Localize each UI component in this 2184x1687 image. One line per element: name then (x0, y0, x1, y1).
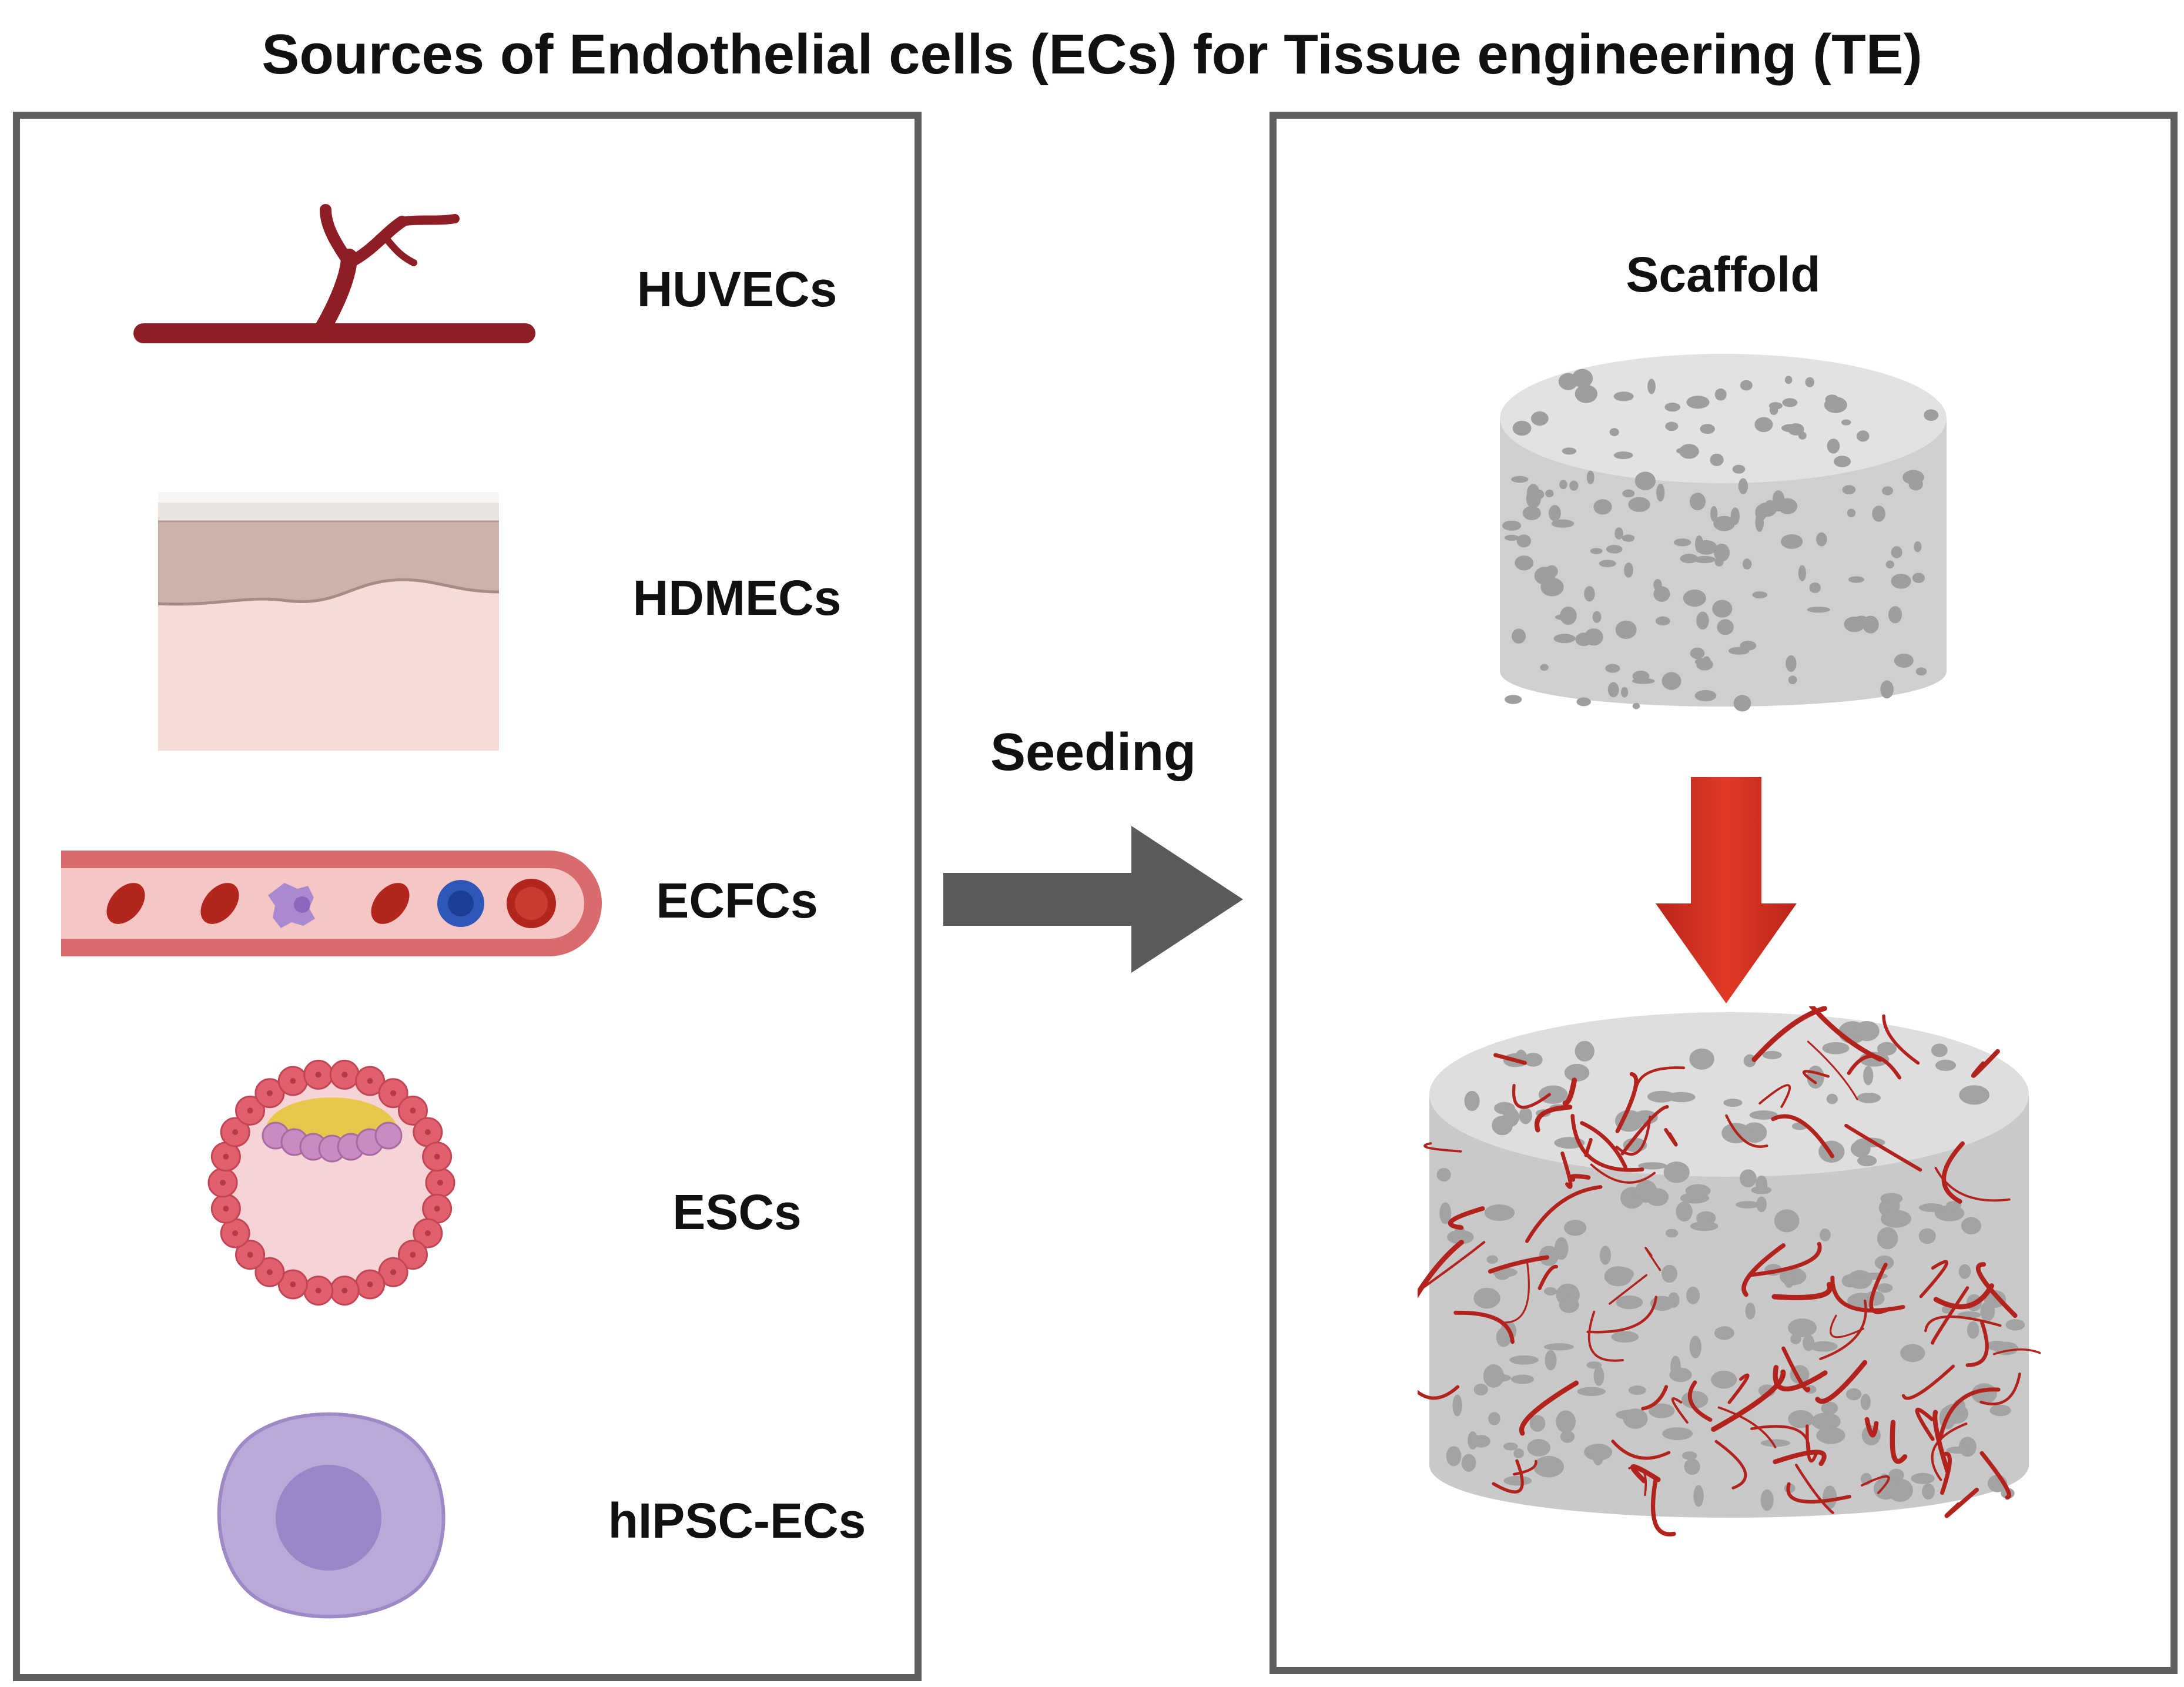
stem-cell-icon (217, 1412, 445, 1619)
diagram-title: Sources of Endothelial cells (ECs) for T… (262, 23, 1922, 86)
porous-scaffold-icon (1500, 354, 1947, 712)
blood-vessel-branch-icon (133, 204, 535, 343)
sources-panel: HUVECs HDMECs ECFCs ESCs hIPSC-ECs (13, 112, 922, 1681)
source-label-hdmecs: HDMECs (632, 570, 842, 625)
seeding-label: Seeding (990, 723, 1197, 782)
vascularized-scaffold-icon (1418, 1006, 2041, 1537)
source-label-escs: ESCs (672, 1184, 802, 1240)
blood-vessel-cells-icon (61, 851, 602, 956)
source-label-huvecs: HUVECs (637, 262, 838, 317)
scaffold-panel: Scaffold (1269, 112, 2178, 1674)
right-arrow-icon (943, 826, 1243, 973)
blastocyst-icon (207, 1059, 455, 1306)
source-label-ecfcs: ECFCs (656, 873, 818, 928)
skin-layers-icon (158, 492, 499, 751)
scaffold-label: Scaffold (1626, 247, 1821, 302)
down-arrow-icon (1656, 777, 1797, 1003)
source-label-hipsc-ecs: hIPSC-ECs (608, 1493, 866, 1548)
